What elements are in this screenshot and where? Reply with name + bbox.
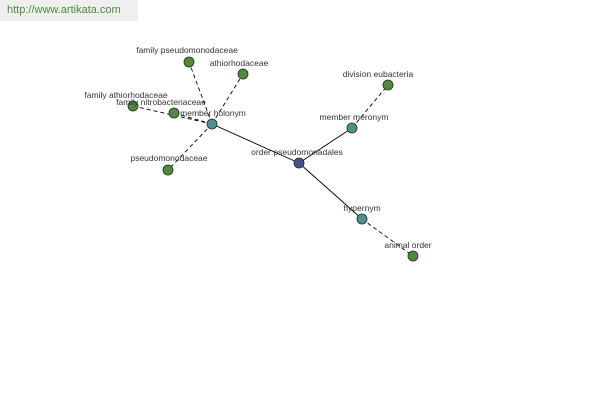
node-athiorhodaceae[interactable] — [237, 68, 249, 80]
node-animal-order[interactable] — [407, 250, 419, 262]
label-family-nitrobacteriaceae[interactable]: family nitrobacteriaceae — [116, 97, 206, 107]
node-member-holonym[interactable] — [206, 118, 218, 130]
node-center[interactable] — [293, 157, 305, 169]
label-hypernym[interactable]: hypernym — [343, 203, 380, 213]
node-pseudomonodaceae[interactable] — [162, 164, 174, 176]
label-athiorhodaceae[interactable]: athiorhodaceae — [210, 58, 269, 68]
edges-layer — [132, 61, 414, 257]
node-family-athiorhodaceae[interactable] — [127, 100, 139, 112]
label-member-meronym[interactable]: member meronym — [320, 112, 389, 122]
nodes-layer — [127, 56, 419, 262]
source-link[interactable]: http://www.artikata.com — [0, 0, 138, 21]
edge-center-to-member-holonym — [211, 123, 300, 164]
node-member-meronym[interactable] — [346, 122, 358, 134]
label-family-athiorhodaceae[interactable]: family athiorhodaceae — [84, 90, 167, 100]
node-family-nitrobacteriaceae[interactable] — [168, 107, 180, 119]
edge-member-holonym-to-athiorhodaceae — [211, 73, 244, 125]
edge-hypernym-to-animal-order — [361, 218, 414, 257]
edge-member-meronym-to-division-eubacteria — [351, 84, 389, 129]
label-division-eubacteria[interactable]: division eubacteria — [343, 69, 414, 79]
edge-member-holonym-to-pseudomonodaceae — [167, 123, 213, 171]
edge-center-to-hypernym — [298, 162, 363, 220]
node-hypernym[interactable] — [356, 213, 368, 225]
node-division-eubacteria[interactable] — [382, 79, 394, 91]
label-center[interactable]: order pseudomonadales — [251, 147, 343, 157]
node-family-pseudomonodaceae[interactable] — [183, 56, 195, 68]
label-member-holonym[interactable]: member holonym — [180, 108, 246, 118]
label-family-pseudomonodaceae[interactable]: family pseudomonodaceae — [136, 45, 238, 55]
labels-layer: order pseudomonadales member holonym membe… — [84, 45, 431, 250]
label-animal-order[interactable]: animal order — [384, 240, 431, 250]
edge-center-to-member-meronym — [298, 127, 353, 164]
label-pseudomonodaceae[interactable]: pseudomonodaceae — [130, 153, 207, 163]
